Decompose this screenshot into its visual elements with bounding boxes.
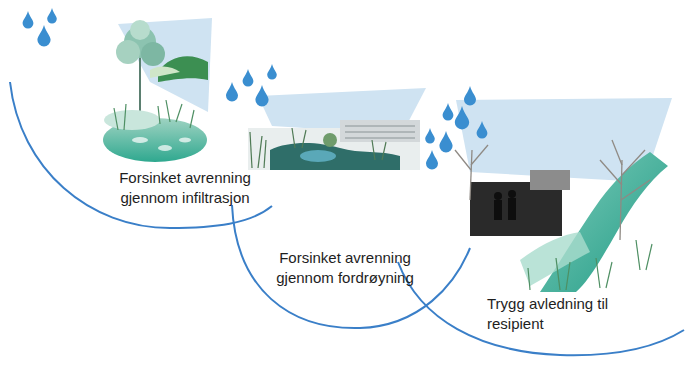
conveyance-vignette [455, 98, 672, 292]
stage-label: Forsinket avrenning gjennom infiltrasjon [105, 168, 265, 208]
detention-vignette [248, 88, 426, 170]
raindrops [23, 8, 488, 170]
infiltration-vignette [103, 18, 212, 162]
stage-label: Trygg avledning til resipient [487, 294, 632, 334]
flow-curve [10, 82, 684, 355]
stage-label: Forsinket avrenning gjennom fordrøyning [265, 248, 425, 288]
